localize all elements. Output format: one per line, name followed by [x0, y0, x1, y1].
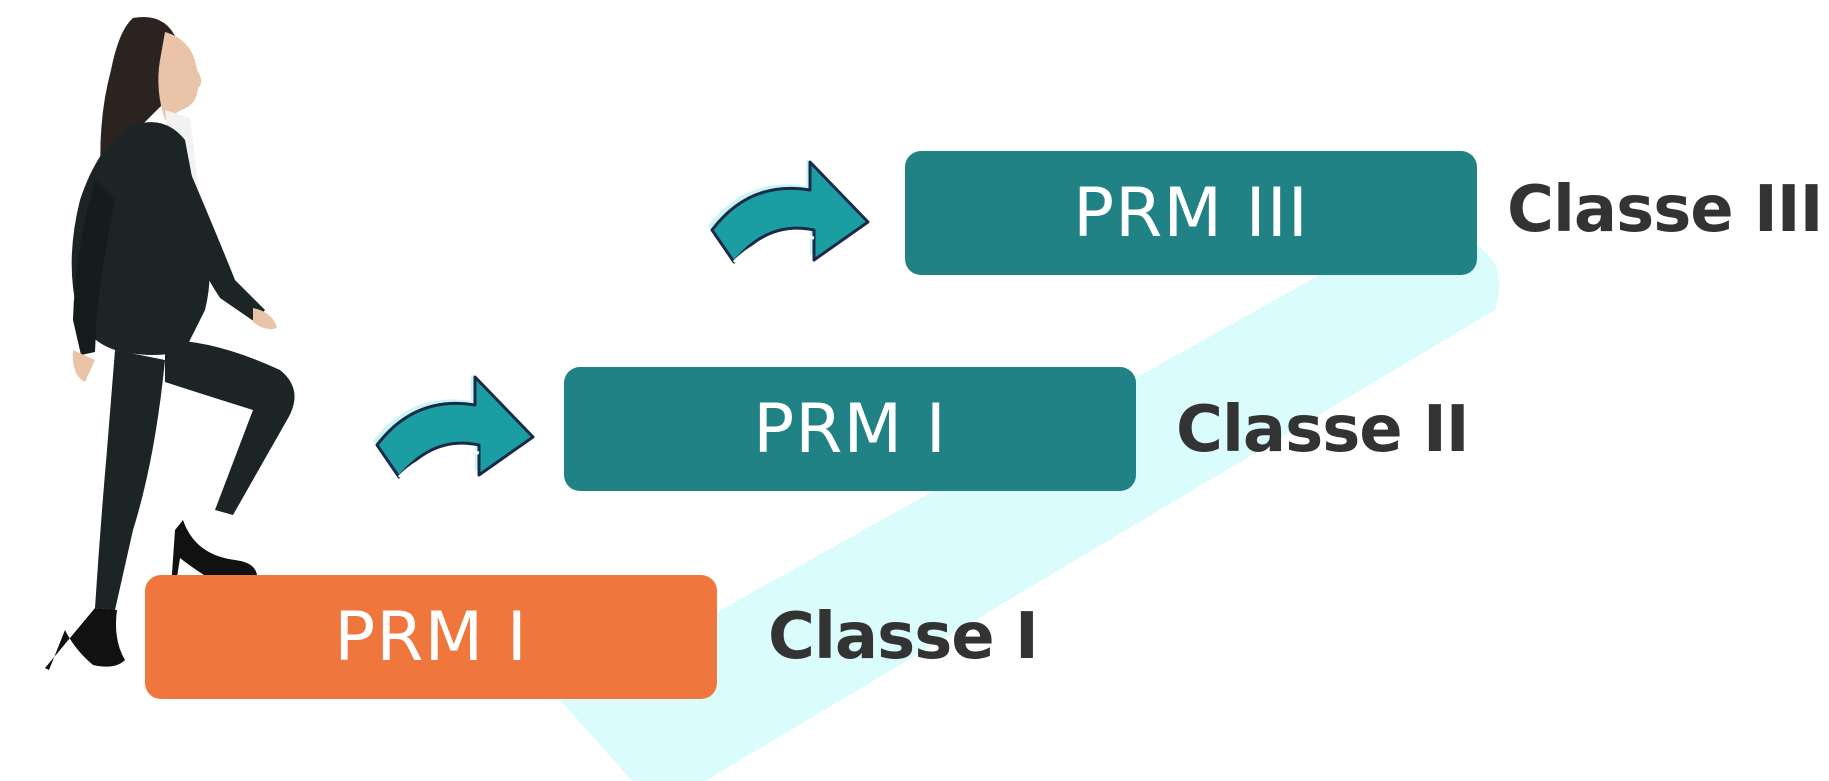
step-prm-3: PRM III [905, 151, 1477, 275]
class-label-1: Classe I [768, 600, 1039, 674]
businesswoman-climbing-illustration [45, 16, 295, 670]
step-label: PRM III [1073, 173, 1309, 253]
step-label: PRM I [334, 597, 528, 677]
class-label-3: Classe III [1507, 173, 1823, 247]
curved-arrow-icon [373, 375, 535, 479]
step-prm-2: PRM I [564, 367, 1136, 491]
step-label: PRM I [753, 389, 947, 469]
curved-arrow-icon [708, 160, 870, 264]
step-prm-1: PRM I [145, 575, 717, 699]
class-label-2: Classe II [1176, 393, 1470, 467]
